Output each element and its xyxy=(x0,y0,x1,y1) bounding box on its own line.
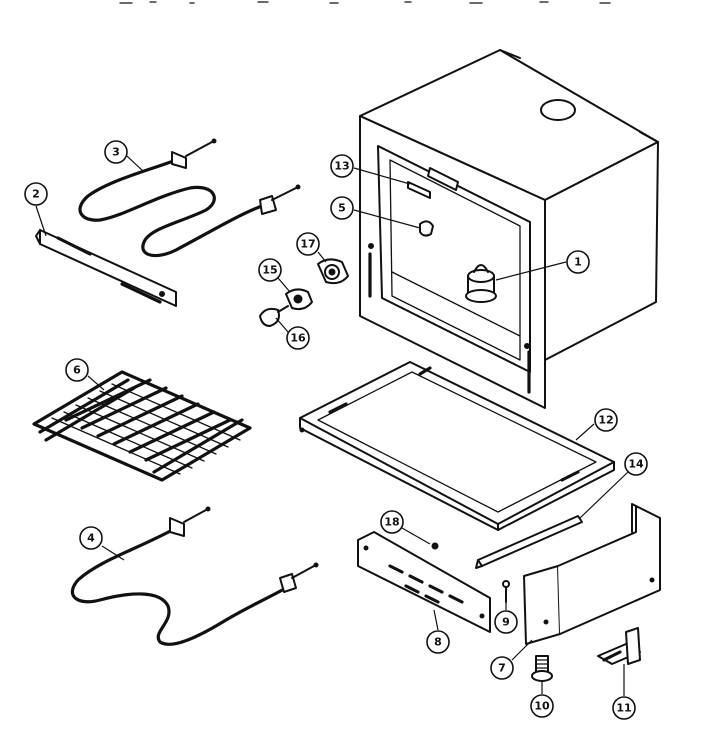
kick-panel xyxy=(357,531,491,633)
svg-text:9: 9 xyxy=(502,616,510,629)
screw-18 xyxy=(431,542,439,550)
svg-text:18: 18 xyxy=(384,516,399,529)
callout-17: 17 xyxy=(296,232,327,263)
callout-15: 15 xyxy=(258,258,291,293)
side-rail xyxy=(475,515,583,569)
svg-text:4: 4 xyxy=(87,532,95,545)
oven-rack xyxy=(32,370,252,482)
svg-text:11: 11 xyxy=(616,702,631,715)
callout-11: 11 xyxy=(612,664,636,720)
svg-text:12: 12 xyxy=(598,414,613,427)
oven-bottom-tray xyxy=(299,361,615,531)
svg-text:8: 8 xyxy=(434,636,442,649)
callout-18: 18 xyxy=(380,510,431,545)
leveling-bracket xyxy=(523,503,661,645)
callout-4: 4 xyxy=(79,526,125,561)
screw-9 xyxy=(502,580,510,603)
svg-text:7: 7 xyxy=(498,662,506,675)
callout-5: 5 xyxy=(330,196,421,229)
svg-text:1: 1 xyxy=(574,256,582,269)
callout-14: 14 xyxy=(579,452,648,519)
bake-element xyxy=(70,506,319,646)
svg-text:3: 3 xyxy=(112,146,120,159)
callout-1: 1 xyxy=(495,250,590,281)
callout-3: 3 xyxy=(104,140,145,173)
callout-8: 8 xyxy=(426,609,450,654)
svg-text:14: 14 xyxy=(628,458,644,471)
svg-text:6: 6 xyxy=(73,364,81,377)
oven-cavity xyxy=(359,49,659,409)
svg-text:16: 16 xyxy=(290,332,306,345)
element-bracket xyxy=(35,229,177,307)
svg-text:5: 5 xyxy=(338,202,346,215)
callout-6: 6 xyxy=(65,358,105,391)
anti-tip-bracket xyxy=(597,627,641,665)
svg-text:10: 10 xyxy=(534,700,550,713)
svg-text:2: 2 xyxy=(32,188,40,201)
svg-text:15: 15 xyxy=(262,264,277,277)
svg-text:17: 17 xyxy=(300,238,315,251)
leveling-leg xyxy=(531,655,553,682)
callout-7: 7 xyxy=(490,639,533,680)
svg-text:13: 13 xyxy=(334,160,349,173)
broil-element xyxy=(78,138,301,258)
top-edge-artifacts xyxy=(119,1,611,4)
callout-9: 9 xyxy=(494,600,518,634)
callout-12: 12 xyxy=(575,408,618,441)
callout-16: 16 xyxy=(275,317,310,350)
callout-10: 10 xyxy=(530,682,554,718)
callout-2: 2 xyxy=(24,182,48,237)
callout-13: 13 xyxy=(330,154,411,185)
